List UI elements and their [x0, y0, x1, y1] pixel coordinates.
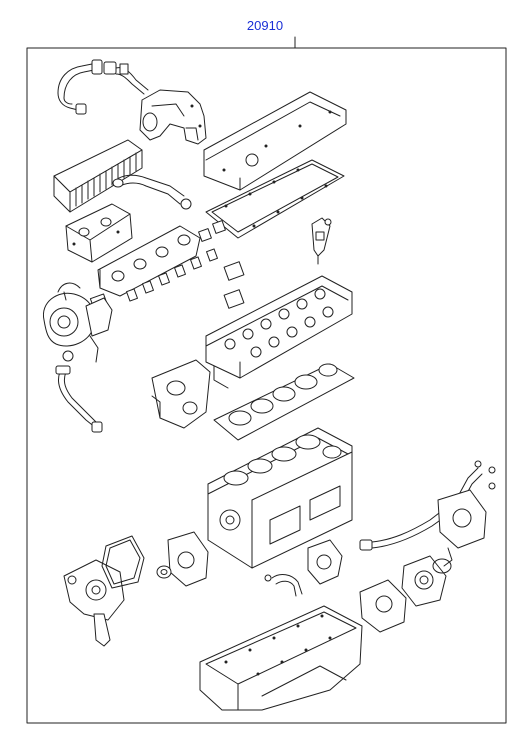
- egr-pipe-assembly[interactable]: [57, 59, 149, 115]
- intake-manifold-elbow[interactable]: [139, 89, 207, 145]
- cylinder-head[interactable]: [205, 275, 353, 389]
- thermostat-housing[interactable]: [65, 203, 133, 263]
- oil-filter-housing[interactable]: [359, 555, 452, 633]
- water-pump-gasket[interactable]: [101, 535, 145, 589]
- oil-pan[interactable]: [199, 605, 363, 711]
- head-cover-gasket[interactable]: [205, 159, 345, 239]
- timing-housing[interactable]: [151, 359, 211, 429]
- oil-pump[interactable]: [264, 539, 343, 597]
- cylinder-head-cover[interactable]: [203, 91, 347, 191]
- oil-cooler-line[interactable]: [359, 460, 496, 567]
- head-gasket[interactable]: [213, 363, 355, 441]
- fuel-injector[interactable]: [311, 217, 332, 265]
- exhaust-manifold[interactable]: [97, 225, 201, 297]
- front-cover[interactable]: [156, 531, 209, 587]
- egr-cooler[interactable]: [53, 139, 192, 213]
- cylinder-block[interactable]: [207, 427, 353, 569]
- water-pump[interactable]: [63, 559, 125, 647]
- turbocharger[interactable]: [42, 282, 113, 363]
- diagram-frame: [26, 36, 507, 724]
- turbo-oil-line[interactable]: [55, 365, 103, 433]
- part-number-callout[interactable]: 20910: [246, 18, 284, 33]
